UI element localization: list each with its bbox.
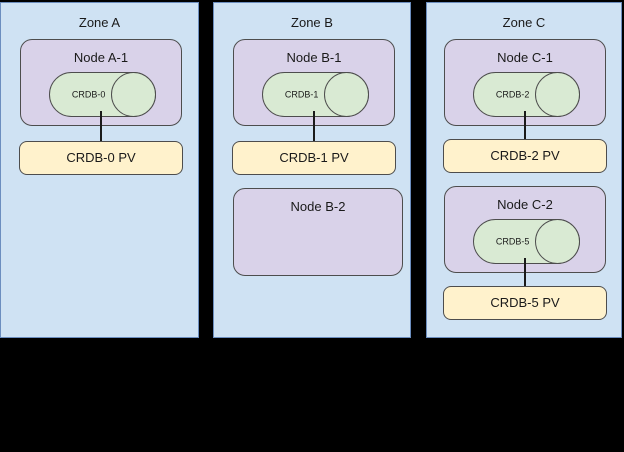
zone-title-a: Zone A (78, 15, 121, 30)
volume-label-crdb-1-pv: CRDB-1 PV (279, 150, 349, 165)
node-label-a-1: Node A-1 (73, 50, 129, 65)
database-cylinder-crdb-0: CRDB-0 (49, 72, 156, 117)
cylinder-shape-icon (473, 72, 580, 117)
volume-box-crdb-0-pv: CRDB-0 PV (19, 141, 183, 175)
volume-label-crdb-0-pv: CRDB-0 PV (66, 150, 136, 165)
volume-box-crdb-1-pv: CRDB-1 PV (232, 141, 396, 175)
node-box-c-1: Node C-1 CRDB-2 (444, 39, 606, 126)
zone-container-b: Zone B Node B-1 CRDB-1 CRDB-1 PV Node B-… (213, 2, 411, 338)
zone-title-c: Zone C (502, 15, 546, 30)
cylinder-shape-icon (49, 72, 156, 117)
zone-container-c: Zone C Node C-1 CRDB-2 CRDB-2 PV Node C-… (426, 2, 622, 338)
database-cylinder-crdb-2: CRDB-2 (473, 72, 580, 117)
volume-label-crdb-2-pv: CRDB-2 PV (490, 148, 560, 163)
node-box-b-2: Node B-2 (233, 188, 403, 276)
connector-node-a-1-to-crdb-0-pv (100, 111, 102, 142)
node-label-c-2: Node C-2 (497, 197, 553, 212)
node-label-b-2: Node B-2 (290, 199, 346, 214)
volume-box-crdb-2-pv: CRDB-2 PV (443, 139, 607, 173)
database-cylinder-crdb-1: CRDB-1 (262, 72, 369, 117)
database-cylinder-crdb-5: CRDB-5 (473, 219, 580, 264)
connector-node-c-2-to-crdb-5-pv (524, 258, 526, 287)
zone-container-a: Zone A Node A-1 CRDB-0 CRDB-0 PV (0, 2, 199, 338)
connector-node-b-1-to-crdb-1-pv (313, 111, 315, 142)
volume-label-crdb-5-pv: CRDB-5 PV (490, 295, 560, 310)
zone-title-b: Zone B (291, 15, 333, 30)
cylinder-shape-icon (262, 72, 369, 117)
connector-node-c-1-to-crdb-2-pv (524, 111, 526, 140)
node-label-b-1: Node B-1 (286, 50, 342, 65)
volume-box-crdb-5-pv: CRDB-5 PV (443, 286, 607, 320)
node-label-c-1: Node C-1 (497, 50, 553, 65)
cylinder-shape-icon (473, 219, 580, 264)
